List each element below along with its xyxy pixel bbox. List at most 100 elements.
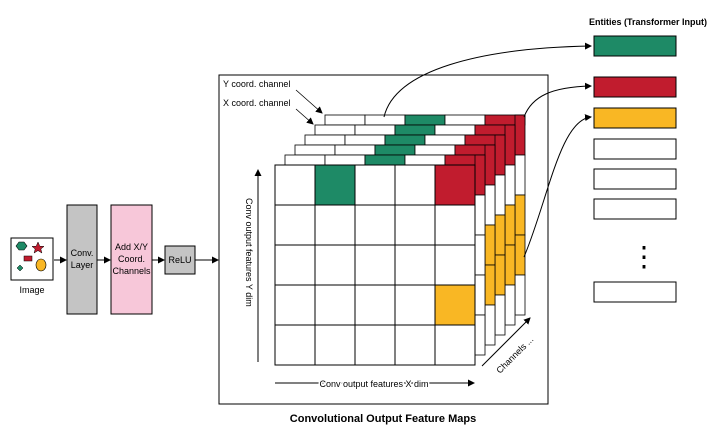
layer-top-cell <box>414 144 456 156</box>
feature-maps-title: Convolutional Output Feature Maps <box>290 413 476 425</box>
feature-map-layer-1 <box>284 154 486 356</box>
front-grid-cell <box>314 204 356 246</box>
entity-list <box>593 35 677 303</box>
diamond-icon <box>16 264 24 272</box>
layer-side-cell <box>504 124 516 166</box>
layer-side-cell <box>494 174 506 216</box>
front-grid-cell <box>394 204 436 246</box>
x-coord-channel-label: X coord. channel <box>223 98 291 108</box>
front-feature-grid <box>274 164 476 366</box>
add-coord-label-3: Channels <box>112 266 151 276</box>
front-grid-cell <box>314 244 356 286</box>
star-icon <box>31 241 45 254</box>
layer-top-cell <box>394 124 436 136</box>
entity-slot-7 <box>593 281 677 303</box>
relu-label: ReLU <box>168 255 191 265</box>
front-grid-cell <box>434 164 476 206</box>
layer-side-cell <box>494 254 506 296</box>
layer-side-cell <box>504 284 516 326</box>
front-grid-cell <box>314 324 356 366</box>
layer-side-cell <box>484 144 496 186</box>
entities-title: Entities (Transformer Input) <box>589 17 707 27</box>
entity-slot-2 <box>593 76 677 98</box>
layer-top-cell <box>374 144 416 156</box>
layer-top-cell <box>344 134 386 146</box>
conv-layer-label-2: Layer <box>71 260 94 270</box>
front-grid-cell <box>354 324 396 366</box>
layer-top-cell <box>294 144 336 156</box>
layer-top-cell <box>324 154 366 166</box>
front-grid-cell <box>274 324 316 366</box>
front-grid-cell <box>394 284 436 326</box>
layer-top-cell <box>434 124 476 136</box>
layer-side-cell <box>474 154 486 196</box>
layer-side-cell <box>494 214 506 256</box>
layer-side-cell <box>514 274 526 316</box>
layer-side-cell <box>514 194 526 236</box>
x-dim-label: Conv output features X dim <box>319 379 428 389</box>
front-grid-cell <box>274 244 316 286</box>
entity-slot-4 <box>593 138 677 160</box>
layer-side-cell <box>504 164 516 206</box>
layer-side-cell <box>484 264 496 306</box>
layer-side-cell <box>484 224 496 266</box>
layer-top-cell <box>404 114 446 126</box>
front-grid-cell <box>274 204 316 246</box>
entity-ellipsis: ⋮ <box>630 241 658 272</box>
front-grid-cell <box>354 204 396 246</box>
front-grid-cell <box>394 164 436 206</box>
layer-top-cell <box>364 154 406 166</box>
layer-side-cell <box>474 194 486 236</box>
layer-side-cell <box>474 314 486 356</box>
layer-side-cell <box>514 234 526 276</box>
front-grid-cell <box>274 284 316 326</box>
front-grid-cell <box>354 244 396 286</box>
add-coord-channels-block: Add X/Y Coord. Channels <box>110 204 153 315</box>
layer-side-cell <box>494 294 506 336</box>
layer-side-cell <box>504 204 516 246</box>
y-coord-channel-label: Y coord. channel <box>223 79 290 89</box>
front-grid-cell <box>434 284 476 326</box>
layer-top-cell <box>384 134 426 146</box>
layer-top-cell <box>424 134 466 146</box>
conv-layer-block: Conv. Layer <box>66 204 98 315</box>
conv-layer-label-1: Conv. <box>71 248 94 258</box>
rectangle-icon <box>23 255 33 262</box>
layer-side-cell <box>514 114 526 156</box>
hexagon-icon <box>15 241 28 251</box>
front-grid-cell <box>354 284 396 326</box>
front-grid-cell <box>394 324 436 366</box>
front-grid-cell <box>434 204 476 246</box>
layer-side-cell <box>484 184 496 226</box>
layer-top-cell <box>324 114 366 126</box>
layer-top-cell <box>314 124 356 136</box>
layer-top-cell <box>364 114 406 126</box>
front-grid-cell <box>354 164 396 206</box>
entity-slot-5 <box>593 168 677 190</box>
entity-slot-3 <box>593 107 677 129</box>
layer-top-cell <box>404 154 446 166</box>
front-grid-cell <box>434 244 476 286</box>
y-dim-label: Conv output features Y dim <box>244 198 254 307</box>
layer-side-cell <box>514 154 526 196</box>
layer-side-cell <box>494 134 506 176</box>
entity-slot-6 <box>593 198 677 220</box>
layer-side-cell <box>484 304 496 346</box>
relu-block: ReLU <box>164 245 196 275</box>
layer-top-cell <box>334 144 376 156</box>
input-image: Image <box>10 237 54 295</box>
front-grid-cell <box>314 284 356 326</box>
feature-map-stack <box>284 114 526 356</box>
front-grid-cell <box>394 244 436 286</box>
entity-slot-1 <box>593 35 677 57</box>
layer-side-cell <box>474 234 486 276</box>
layer-top-cell <box>354 124 396 136</box>
layer-side-cell <box>504 244 516 286</box>
add-coord-label-1: Add X/Y <box>115 242 148 252</box>
layer-top-cell <box>284 154 326 166</box>
front-grid-cell <box>314 164 356 206</box>
layer-top-cell <box>304 134 346 146</box>
feature-map-layer-2 <box>294 144 496 346</box>
front-grid-cell <box>274 164 316 206</box>
